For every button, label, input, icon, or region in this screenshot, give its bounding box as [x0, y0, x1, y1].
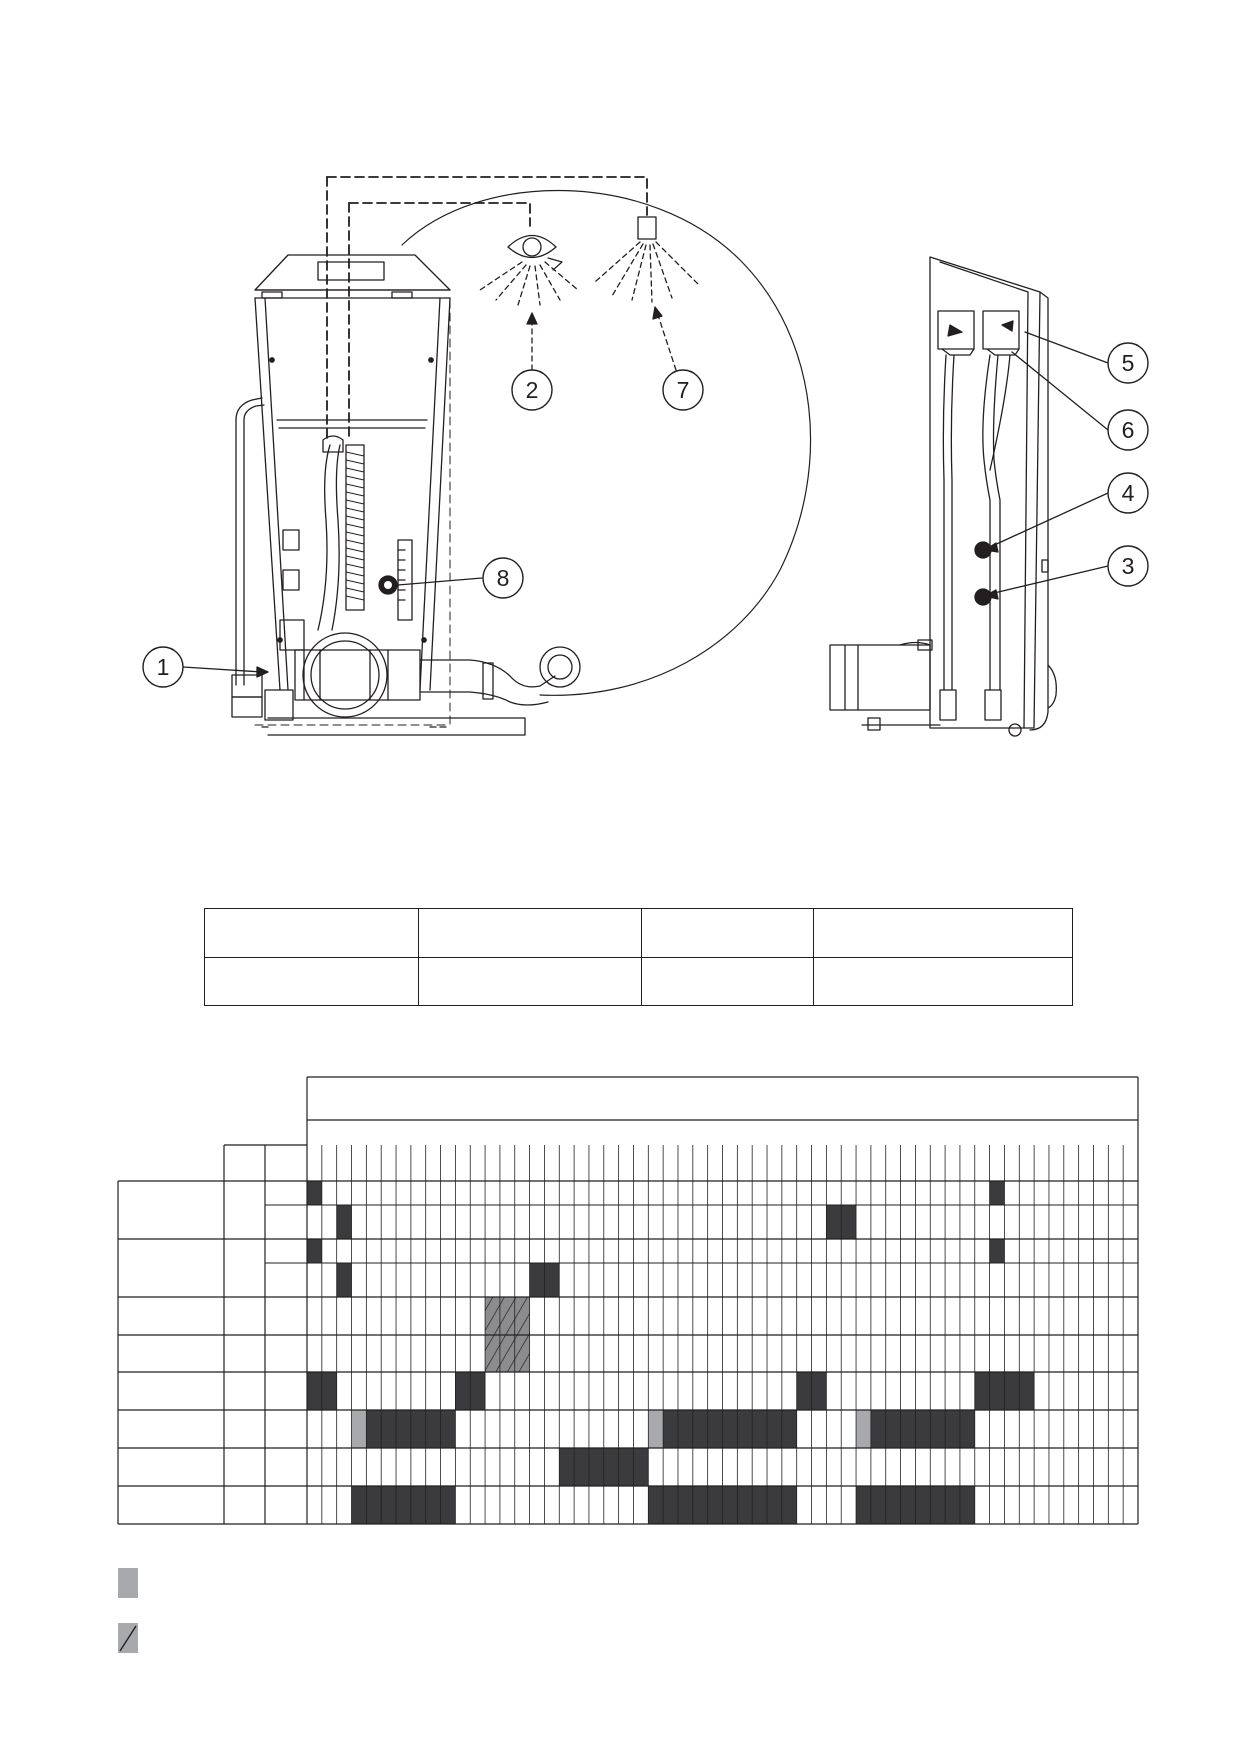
- arrowhead-4: [984, 542, 999, 553]
- machine-diagram: 1 2 3 4 5 6 7 8: [142, 176, 1149, 737]
- info-table-row: [204, 908, 1073, 958]
- leader-5: [1024, 331, 1109, 364]
- arrowhead-5: [1001, 320, 1014, 332]
- leader-8: [397, 577, 483, 586]
- timing-cell-dark: [351, 1486, 456, 1524]
- callout-7-label: 7: [677, 377, 690, 403]
- machine-front-view: [231, 254, 581, 736]
- reach-arc: [401, 189, 812, 696]
- eye-spray-icon: [479, 234, 579, 306]
- leader-6: [1011, 351, 1109, 431]
- timing-cell-grey: [648, 1410, 664, 1448]
- timing-cell-grey: [351, 1410, 367, 1448]
- timing-cell-hatched: [485, 1297, 530, 1335]
- info-table-cell: [641, 908, 814, 958]
- info-table: [204, 908, 1073, 1006]
- callout-2: 2: [511, 369, 553, 411]
- callout-6-label: 6: [1122, 417, 1135, 443]
- callout-1-label: 1: [157, 654, 170, 680]
- timing-cell-dark: [870, 1410, 975, 1448]
- info-table-cell: [204, 956, 419, 1006]
- info-table-cell: [204, 908, 419, 958]
- legend-hatched-swatch: [118, 1623, 138, 1653]
- callout-4-label: 4: [1122, 480, 1135, 506]
- leader-7: [656, 311, 677, 371]
- timing-cell-dark: [336, 1205, 352, 1239]
- callout-5: 5: [1107, 342, 1149, 384]
- timing-cell-dark: [663, 1410, 797, 1448]
- machine-side-view: [829, 256, 1057, 737]
- arrowhead-7: [652, 306, 663, 320]
- legend-grey-swatch: [118, 1568, 138, 1598]
- callout-6: 6: [1107, 409, 1149, 451]
- timing-cell-grey: [856, 1410, 871, 1448]
- arrowhead-1: [256, 666, 269, 678]
- arrowhead-2: [526, 312, 538, 325]
- info-table-cell: [418, 956, 642, 1006]
- item-8-knob-inner: [384, 581, 392, 589]
- callout-3-label: 3: [1122, 553, 1135, 579]
- callout-3: 3: [1107, 545, 1149, 587]
- callouts: 1 2 3 4 5 6 7 8: [142, 342, 1149, 688]
- timing-cell-dark: [989, 1239, 1005, 1263]
- timing-cell-dark: [307, 1181, 322, 1205]
- timing-cell-dark: [989, 1181, 1005, 1205]
- arrowhead-3: [984, 589, 999, 600]
- callout-1: 1: [142, 646, 184, 688]
- timing-grid-lines: [117, 1076, 1139, 1525]
- info-table-cell: [418, 908, 642, 958]
- info-table-row: [204, 956, 1073, 1006]
- dashed-lines: [326, 176, 648, 441]
- callout-8: 8: [482, 557, 524, 599]
- timing-cell-dark: [307, 1239, 322, 1263]
- info-table-cell: [641, 956, 814, 1006]
- leader-4: [989, 492, 1109, 548]
- arrowhead-left-knob: [947, 324, 963, 337]
- callout-5-label: 5: [1122, 350, 1135, 376]
- callout-2-label: 2: [526, 377, 539, 403]
- timing-cell-dark: [336, 1263, 352, 1297]
- info-table-cell: [813, 956, 1073, 1006]
- timing-cell-hatched: [485, 1335, 530, 1372]
- leader-1: [182, 666, 263, 673]
- nozzle-spray-icon: [594, 216, 699, 303]
- timing-chart: [117, 1076, 1139, 1525]
- callout-7: 7: [662, 369, 704, 411]
- timing-fills: [307, 1181, 1035, 1524]
- leader-3: [989, 565, 1109, 595]
- info-table-cell: [813, 908, 1073, 958]
- callout-4: 4: [1107, 472, 1149, 514]
- callout-8-label: 8: [497, 565, 510, 591]
